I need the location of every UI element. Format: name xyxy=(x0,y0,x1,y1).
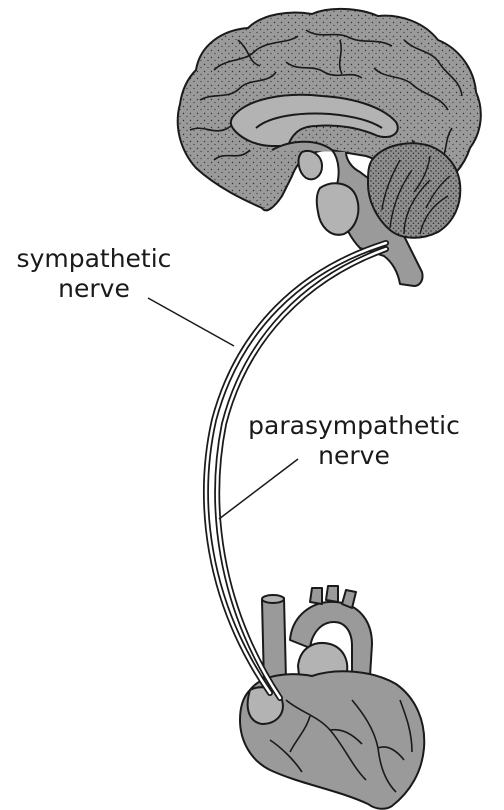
sympathetic-label-line1: sympathetic xyxy=(4,244,184,274)
sympathetic-label-line2: nerve xyxy=(4,274,184,304)
sympathetic-leader-line xyxy=(148,298,234,346)
pons xyxy=(317,183,359,234)
sympathetic-nerve-label: sympathetic nerve xyxy=(4,244,184,304)
parasympathetic-label-line1: parasympathetic xyxy=(236,411,472,441)
brain-illustration xyxy=(178,9,481,286)
parasympathetic-label-line2: nerve xyxy=(236,441,472,471)
parasympathetic-nerve-label: parasympathetic nerve xyxy=(236,411,472,471)
heart-illustration xyxy=(240,586,424,809)
